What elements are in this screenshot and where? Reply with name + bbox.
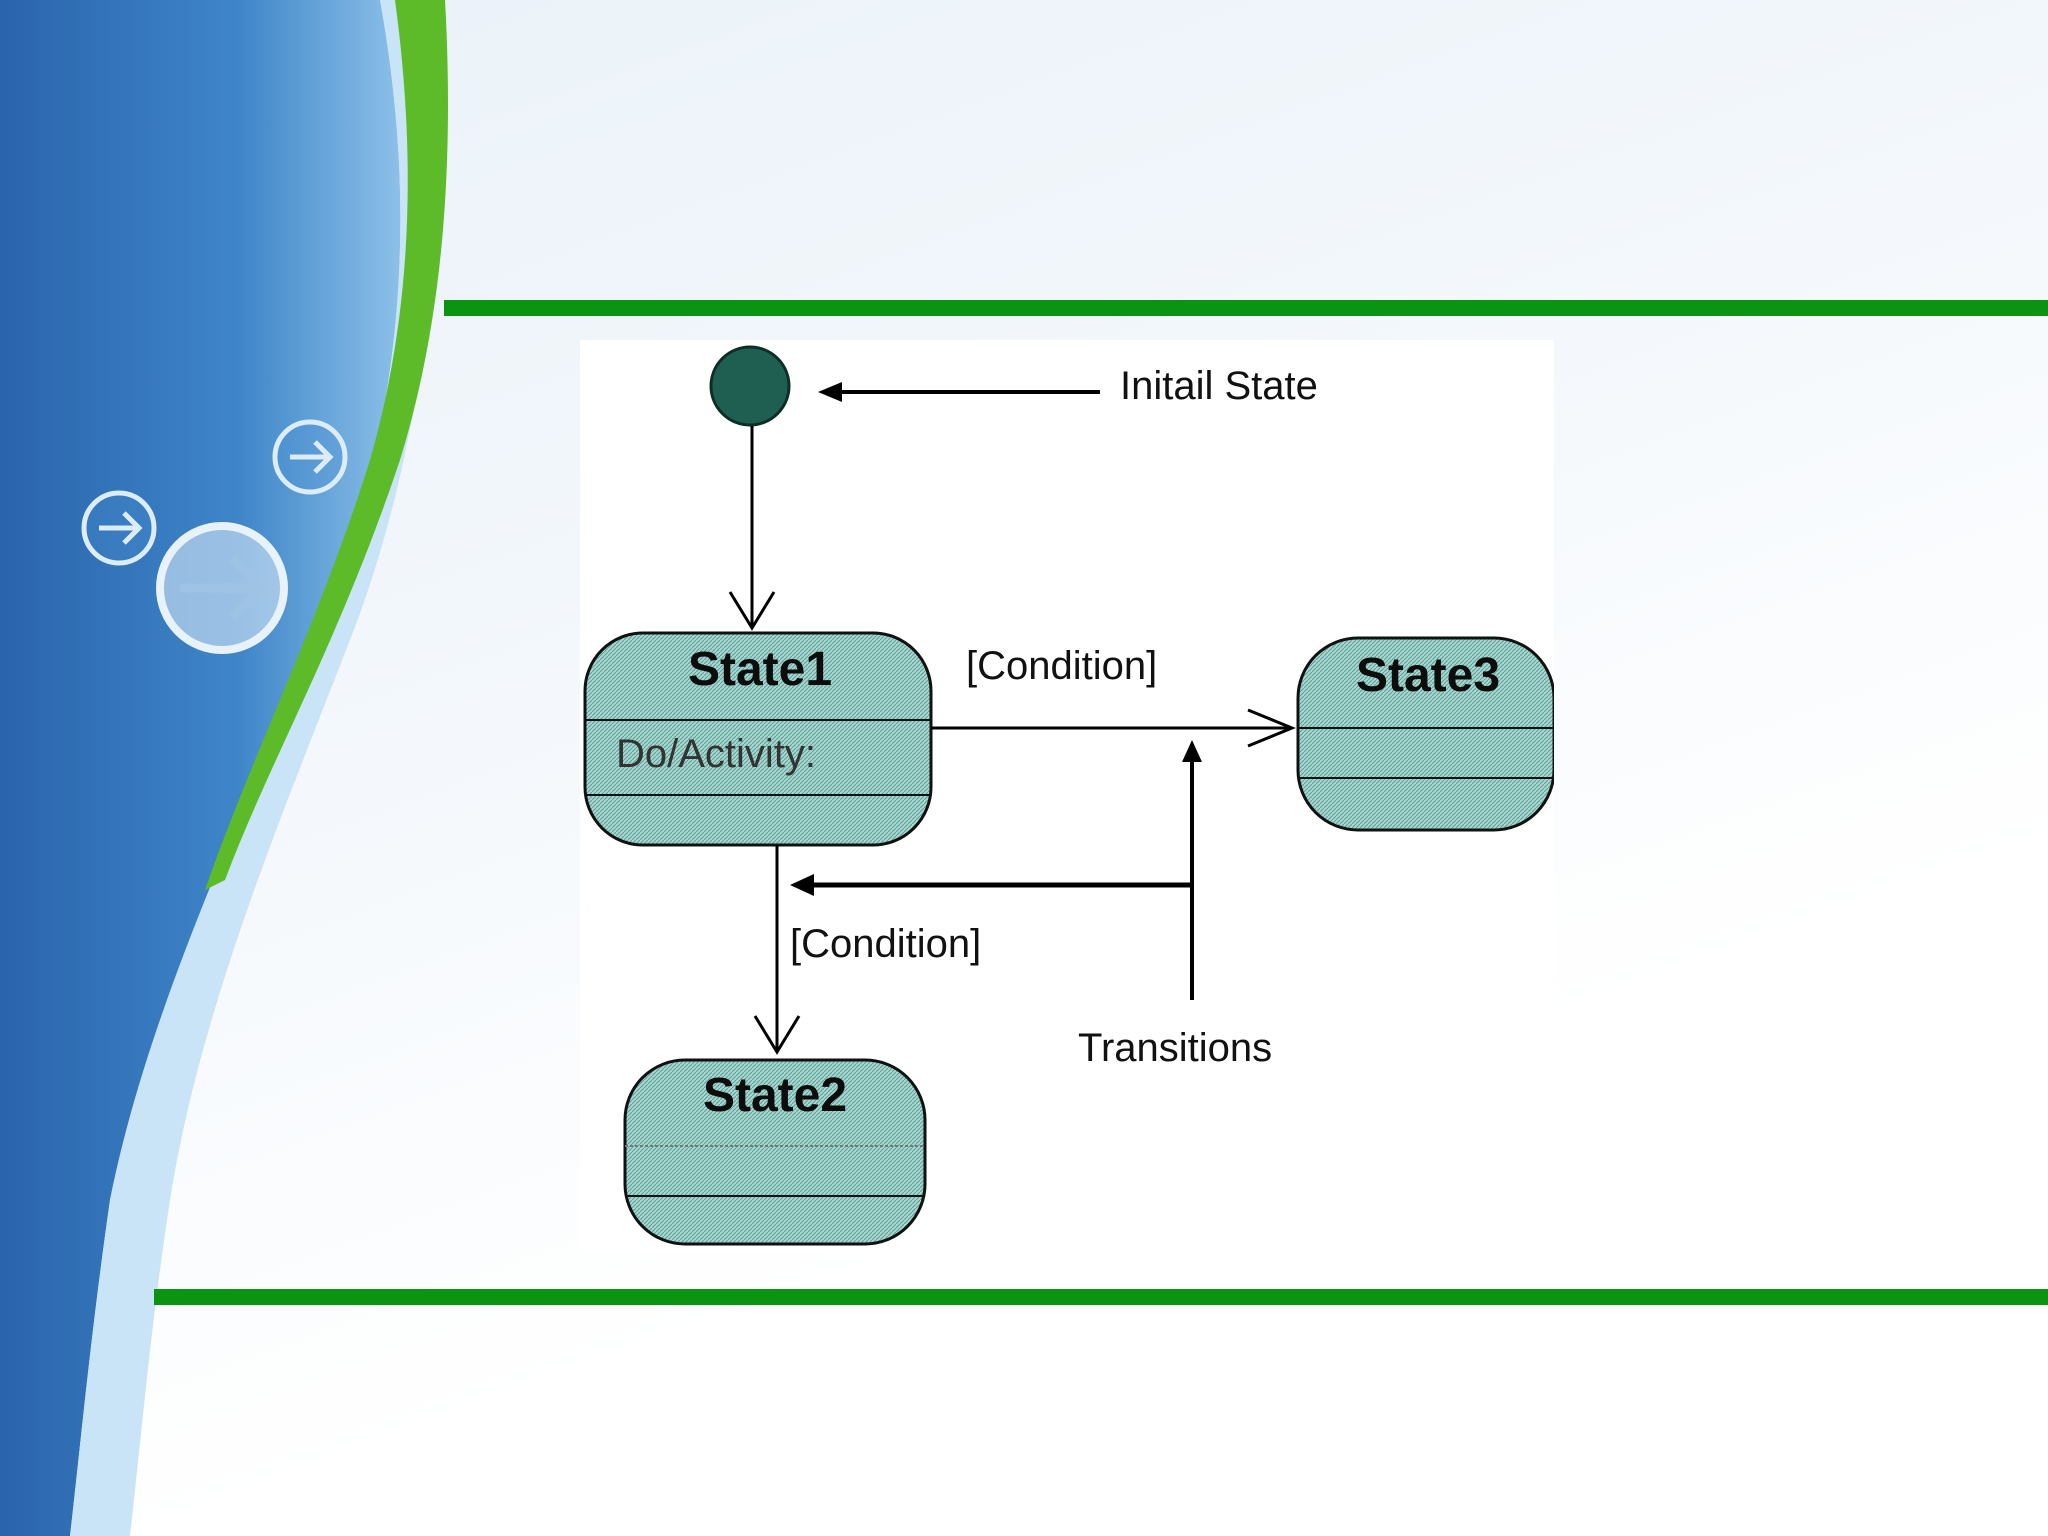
state1-node	[583, 631, 933, 847]
arrow-right-circle-icon	[156, 522, 288, 654]
transitions-label: Transitions	[1078, 1026, 1273, 1070]
transitions-pointer-left-arrowhead	[790, 874, 814, 896]
arrow-right-circle-icon	[81, 490, 157, 566]
bottom-green-rule	[154, 1289, 2048, 1305]
decor-arrow-icons	[81, 419, 348, 654]
state2-node	[623, 1058, 927, 1246]
state3-node	[1296, 636, 1554, 832]
arrow-right-circle-icon	[272, 419, 348, 495]
initial-state-label: Initail State	[1120, 364, 1318, 408]
state1-to-state3-condition: [Condition]	[966, 644, 1158, 688]
state1-to-state2-arrowhead	[753, 1015, 801, 1055]
initial-to-state1-arrowhead	[728, 591, 776, 631]
light-wave-band	[70, 0, 437, 1536]
blue-wave-band	[0, 0, 401, 1536]
diagram-canvas	[583, 345, 1554, 1246]
initial-label-arrowhead	[818, 382, 842, 402]
transitions-pointer-up-arrowhead	[1182, 740, 1202, 762]
state1-activity: Do/Activity:	[616, 732, 817, 776]
state3-name: State3	[1355, 649, 1501, 702]
state1-name: State1	[687, 643, 833, 696]
initial-state-node	[709, 345, 791, 427]
top-green-rule	[444, 300, 2048, 316]
green-wave-stripe	[205, 0, 448, 890]
state1-to-state3-arrowhead	[1247, 708, 1296, 748]
state-diagram: State1 Do/Activity: State3 State2 Initai…	[580, 340, 1554, 1252]
state1-to-state2-condition: [Condition]	[790, 922, 982, 966]
state2-name: State2	[702, 1069, 848, 1122]
